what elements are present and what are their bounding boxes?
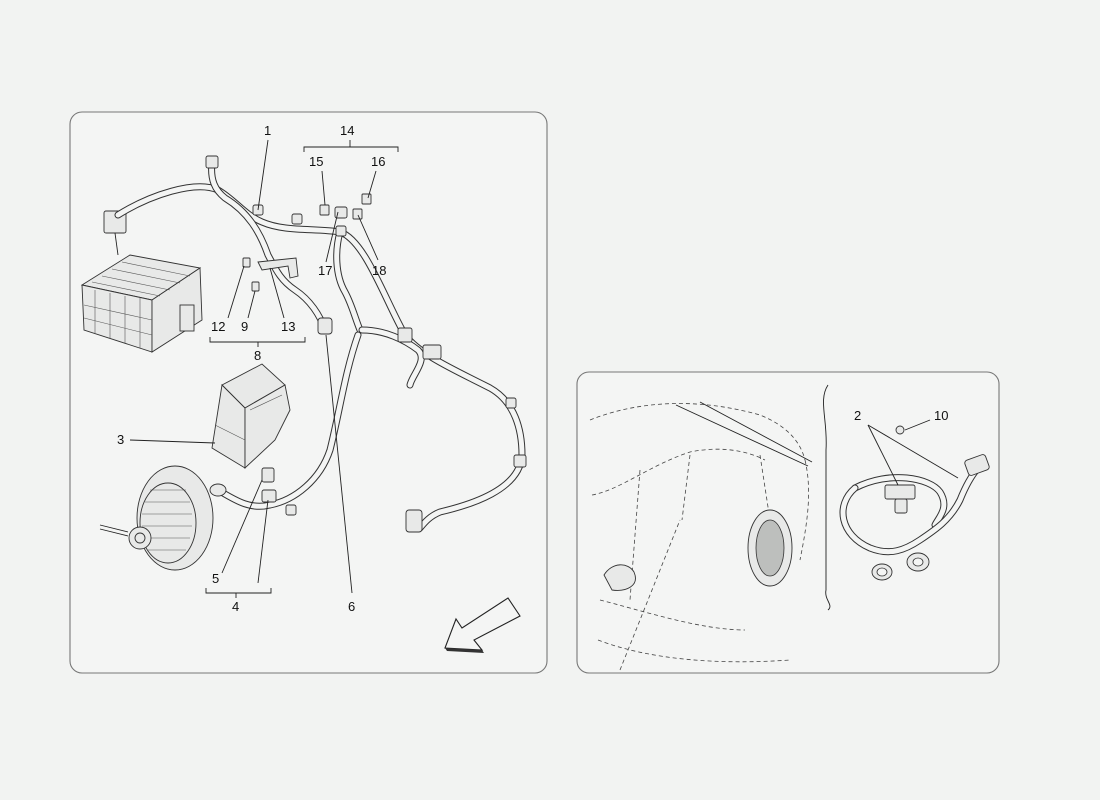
callout-14: 14 [340, 123, 354, 138]
right-leader-lines [867, 419, 959, 486]
left-panel: 1 14 15 16 17 18 12 9 13 8 3 5 4 6 [69, 111, 548, 674]
callout-17: 17 [318, 263, 332, 278]
callout-16: 16 [371, 154, 385, 169]
callout-8: 8 [254, 348, 261, 363]
panel-divider [823, 384, 831, 611]
right-callouts: 2 10 [854, 408, 948, 423]
alternator [99, 465, 277, 571]
right-panel-frame [576, 371, 1000, 674]
callout-10: 10 [934, 408, 948, 423]
callout-13: 13 [281, 319, 295, 334]
arrow-down-left-icon [444, 597, 521, 653]
callout-3: 3 [117, 432, 124, 447]
fuse-box [80, 210, 203, 353]
callout-5: 5 [212, 571, 219, 586]
protective-cover [211, 363, 291, 470]
main-harness [114, 155, 527, 533]
callout-9: 9 [241, 319, 248, 334]
left-callouts: 1 14 15 16 17 18 12 9 13 8 3 5 4 6 [117, 123, 386, 614]
detail-harness [839, 425, 990, 581]
leader-lines [129, 139, 399, 598]
callout-18: 18 [372, 263, 386, 278]
callout-6: 6 [348, 599, 355, 614]
car-outline [589, 401, 813, 671]
right-panel: 2 10 [576, 371, 1000, 674]
callout-15: 15 [309, 154, 323, 169]
left-panel-frame [69, 111, 548, 674]
callout-4: 4 [232, 599, 239, 614]
callout-2: 2 [854, 408, 861, 423]
callout-1: 1 [264, 123, 271, 138]
callout-12: 12 [211, 319, 225, 334]
clip-set-8 [242, 257, 299, 292]
